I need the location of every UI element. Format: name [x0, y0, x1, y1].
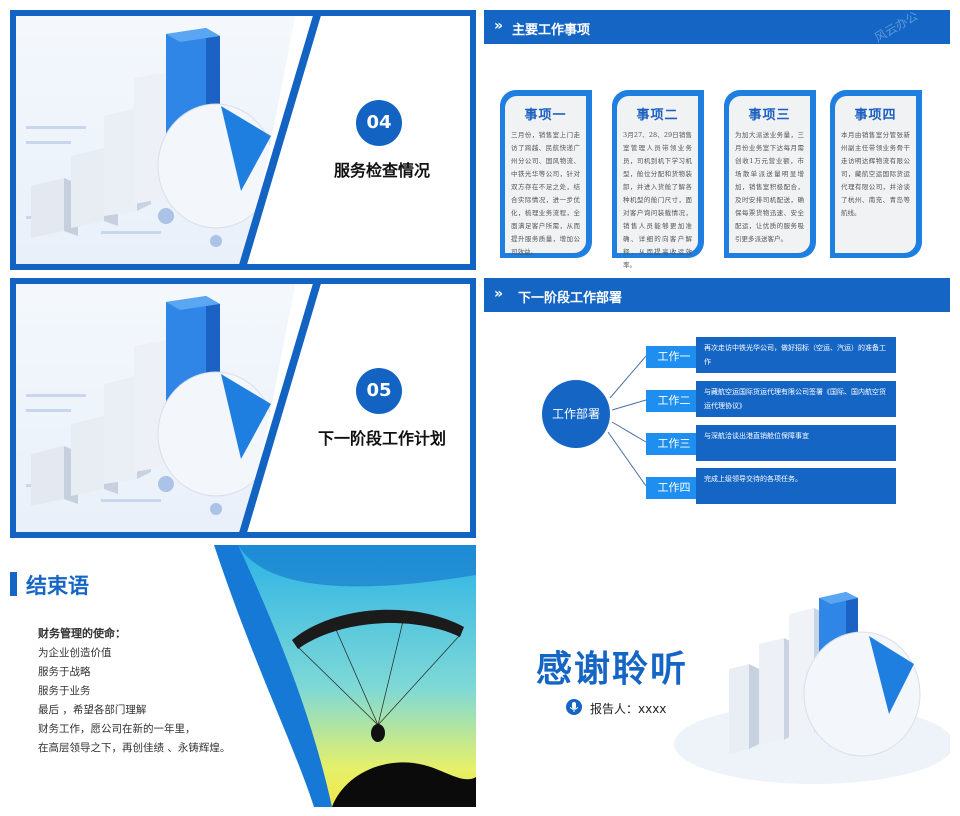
plan-tag: 工作三: [646, 433, 702, 455]
connector-lines: [607, 355, 647, 487]
matter-body: 为加大派送业务量，三月份业务室下达每月需创收1万元营业额，市场散单派送量明显增加…: [735, 131, 804, 243]
matter-card: 事项一 三月份，销售室上门走访了跨越、民航快递广州分公司、国风物流、中铁光华等公…: [500, 90, 592, 258]
plan-tag: 工作四: [646, 477, 702, 499]
slide-thanks[interactable]: [484, 544, 950, 816]
plan-text: 与深航洽谈出港直销舱位保障事宜: [696, 425, 896, 461]
section-number: 04: [356, 100, 402, 146]
matter-title: 事项二: [636, 108, 679, 123]
section-title: 下一阶段工作计划: [318, 429, 447, 448]
matter-title: 事项四: [854, 108, 897, 123]
closing-line: 财务工作，愿公司在新的一年里，: [38, 723, 196, 735]
closing-line: 最后 ，希望各部门理解: [38, 704, 147, 716]
slide-main-matters[interactable]: » 主要工作事项 风云办公 事项一 三月份，销售室上门走访了跨越、民航快递广州分…: [484, 10, 950, 270]
closing-title: 结束语: [26, 574, 89, 598]
slide-header: » 主要工作事项: [484, 10, 950, 44]
matter-card: 事项三 为加大派送业务量，三月份业务室下达每月需创收1万元营业额，市场散单派送量…: [724, 90, 816, 258]
matter-body: 本月由销售室分管张新州副主任带领业务骨干走访明达辉物流有限公司，藏航空运国际货运…: [841, 131, 910, 217]
header-title: 主要工作事项: [512, 23, 591, 38]
closing-lead: 财务管理的使命：: [38, 627, 126, 640]
section-title: 服务检查情况: [334, 161, 431, 180]
matter-body: 三月份，销售室上门走访了跨越、民航快递广州分公司、国风物流、中铁光华等公司，针对…: [511, 131, 580, 256]
double-chevron-icon: »: [494, 286, 504, 302]
thanks-title: 感谢聆听: [536, 649, 689, 690]
closing-line: 在高层领导之下，再创佳绩 、永铸辉煌。: [38, 742, 231, 754]
paraglider-photo: [214, 545, 476, 807]
plan-tag: 工作二: [646, 390, 702, 412]
closing-line: 服务于战略: [38, 666, 91, 678]
reporter-label: 报告人：xxxx: [590, 702, 667, 716]
slide-section-04[interactable]: 04 服务检查情况: [10, 10, 476, 270]
matter-title: 事项三: [748, 108, 791, 123]
microphone-icon: [566, 699, 582, 715]
plan-text: 完成上级领导交待的各项任务。: [696, 468, 896, 504]
closing-line: 为企业创造价值: [38, 647, 112, 659]
title-accent-bar: [10, 572, 17, 596]
plan-text: 与藏航空运国际货运代理有限公司签署《国际、国内航空货运代理协议》: [696, 381, 896, 417]
section-number: 05: [356, 368, 402, 414]
chart-illustration: [674, 592, 950, 784]
slide-section-05[interactable]: 05 下一阶段工作计划: [10, 278, 476, 538]
slide-next-plan[interactable]: » 下一阶段工作部署 工作部署 工作一 再次走访中铁光华公司，做好招标（空运、汽…: [484, 278, 950, 538]
plan-hub: 工作部署: [542, 380, 610, 448]
closing-line: 服务于业务: [38, 685, 91, 697]
double-chevron-icon: »: [494, 18, 504, 34]
slide-header: » 下一阶段工作部署: [484, 278, 950, 312]
matter-title: 事项一: [524, 108, 567, 123]
matter-card: 事项二 3月27、28、29日销售室管理人员带领业务员，司机到机下学习机型，舱位…: [612, 90, 704, 269]
matter-body: 3月27、28、29日销售室管理人员带领业务员，司机到机下学习机型，舱位分配和货…: [623, 131, 692, 269]
plan-text: 再次走访中铁光华公司，做好招标（空运、汽运）的准备工作: [696, 337, 896, 373]
matter-card: 事项四 本月由销售室分管张新州副主任带领业务骨干走访明达辉物流有限公司，藏航空运…: [830, 90, 922, 258]
header-title: 下一阶段工作部署: [518, 291, 623, 306]
plan-tag: 工作一: [646, 346, 702, 368]
